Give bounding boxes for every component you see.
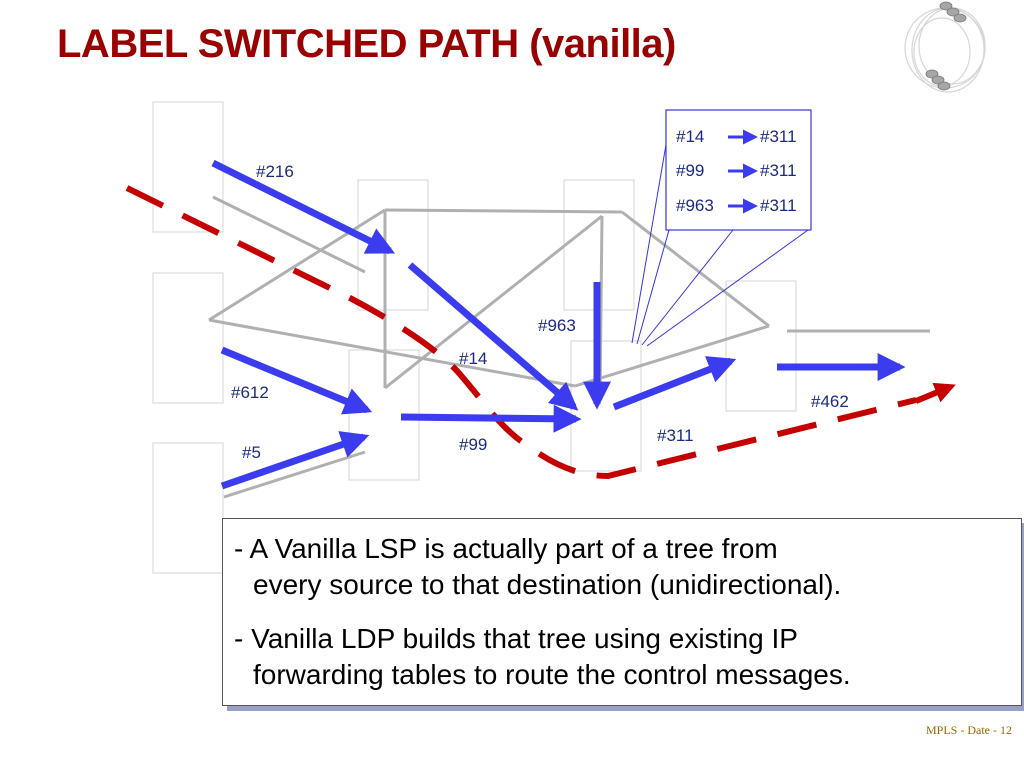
network-links (208, 195, 930, 499)
label-216: #216 (256, 162, 294, 181)
notes-box: - A Vanilla LSP is actually part of a tr… (222, 518, 1022, 706)
note-line: every source to that destination (unidir… (253, 569, 842, 600)
arrow-311 (612, 356, 737, 411)
note-item: - Vanilla LDP builds that tree using exi… (234, 621, 851, 693)
label-963: #963 (538, 316, 576, 335)
arrow-216 (211, 159, 396, 255)
forwarding-row: #14 #311 (676, 127, 797, 146)
note-item: - A Vanilla LSP is actually part of a tr… (234, 531, 841, 603)
label-5: #5 (242, 443, 261, 462)
arrow-5 (220, 431, 370, 490)
fwd-out-label: #311 (760, 127, 797, 146)
label-462: #462 (811, 392, 849, 411)
note-line: - A Vanilla LSP is actually part of a tr… (234, 533, 778, 564)
label-arrows (211, 159, 906, 490)
fwd-in-label: #99 (676, 161, 704, 180)
forwarding-row: #99 #311 (676, 161, 797, 180)
fwd-out-label: #311 (760, 161, 797, 180)
arrow-612 (220, 346, 373, 415)
label-311: #311 (657, 426, 694, 445)
label-14: #14 (459, 349, 487, 368)
fwd-out-label: #311 (760, 196, 797, 215)
router-source-bottom (152, 442, 224, 574)
logo-icon (904, 1, 986, 93)
arrow-14 (407, 262, 579, 411)
router-source-middle (152, 272, 224, 404)
label-612: #612 (231, 383, 269, 402)
router-a (357, 179, 429, 311)
forwarding-table: #14 #311 #99 #311 #963 #311 (665, 109, 812, 231)
lsp-arrow-end (914, 382, 956, 404)
note-line: - Vanilla LDP builds that tree using exi… (234, 623, 798, 654)
table-callout-lines (631, 132, 809, 347)
slide-title: LABEL SWITCHED PATH (vanilla) (57, 22, 676, 66)
router-d (570, 340, 642, 472)
note-line: forwarding tables to route the control m… (253, 659, 851, 690)
label-99: #99 (459, 435, 487, 454)
lsp-path (125, 185, 917, 480)
arrow-99 (400, 404, 582, 433)
forwarding-row: #963 #311 (676, 196, 797, 215)
slide-footer: MPLS - Date - 12 (926, 723, 1012, 737)
router-source-top (152, 101, 224, 233)
fwd-in-label: #14 (676, 127, 704, 146)
fwd-in-label: #963 (676, 196, 714, 215)
